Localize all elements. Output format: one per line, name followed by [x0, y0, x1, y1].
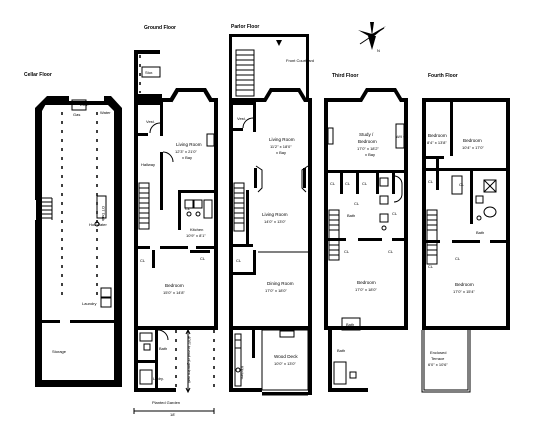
cellar-floor: Cellar Floor Elev. Gas Water OT Tank Hot…: [24, 72, 122, 387]
third-closet-label-1: CL: [330, 181, 336, 186]
third-study-label-2: Bedroom: [358, 139, 377, 144]
parlor-floor-title: Parlor Floor: [231, 24, 259, 30]
fourth-terrace-dim: 6'0" x 10'6": [428, 362, 448, 367]
fourth-bedroom-c-dim: 17'0" x 15'4": [453, 289, 476, 294]
parlor-living-room-dim: 11'2" x 18'0": [270, 144, 292, 149]
ground-living-room-label: Living Room: [176, 142, 202, 147]
fourth-terrace-label-2: Terrace: [431, 356, 445, 361]
parlor-living-room-label: Living Room: [269, 137, 295, 142]
fourth-bedroom-a-dim: 8'4" x 13'8": [427, 140, 447, 145]
cellar-water-label: Water: [100, 110, 111, 115]
third-closet-label-5: CL: [392, 211, 398, 216]
parlor-closet-label: CL: [236, 258, 242, 263]
parlor-living-room-2-dim: 14'0" x 13'0": [264, 219, 287, 224]
third-bedroom-label: Bedroom: [357, 280, 376, 285]
fourth-bedroom-b-dim: 10'4" x 17'0": [462, 145, 485, 150]
fourth-closet-label-4: CL: [455, 256, 461, 261]
third-floor: Third Floor Study / Bedroom 17'0" x 18'2…: [324, 73, 409, 392]
cellar-gas-label: Gas: [73, 112, 80, 117]
ground-living-room-bay: x Bay: [182, 155, 192, 160]
fourth-closet-label-3: CL: [428, 264, 434, 269]
ground-kitchen-label: Kitchen: [190, 227, 203, 232]
fourth-terrace-label: Enclosed: [430, 350, 446, 355]
third-wic-label: W/I CL: [396, 134, 409, 139]
cellar-laundry-label: Laundry: [82, 301, 96, 306]
ground-bath-label: Bath: [159, 346, 167, 351]
fourth-floor: Fourth Floor Bedroom 8'4" x 13'8" Bedroo…: [421, 73, 510, 393]
ground-bedroom-label: Bedroom: [165, 283, 184, 288]
ground-floor-title: Ground Floor: [144, 25, 176, 31]
ground-floor: Ground Floor Stor. Vest. Hallway L: [133, 25, 218, 417]
cellar-hot-water-label: Hot Water: [89, 222, 108, 227]
ground-kitchen-dim: 10'9" x 8'1": [186, 233, 206, 238]
ground-closet-label-2: CL: [140, 258, 146, 263]
ground-closet-label-3: CL: [200, 256, 206, 261]
third-floor-title: Third Floor: [332, 73, 358, 79]
ground-living-room-dim: 12'3" x 21'0": [175, 149, 198, 154]
ground-width-label: 18': [170, 412, 175, 417]
third-study-label: Study /: [359, 132, 374, 137]
third-bath-label: Bath: [347, 213, 355, 218]
third-closet-label-7: CL: [388, 249, 394, 254]
cellar-elev-label: Elev.: [80, 102, 89, 107]
ground-hallway-label: Hallway: [141, 162, 155, 167]
ground-garden-wall-label: 40'6" to end of garden wall: [187, 336, 192, 383]
fourth-bedroom-b-label: Bedroom: [463, 138, 482, 143]
ground-garden-label: Planted Garden: [152, 400, 180, 405]
fourth-floor-title: Fourth Floor: [428, 73, 458, 79]
parlor-deck-dim: 10'0" x 13'0": [274, 361, 297, 366]
parlor-floor: Parlor Floor Front Courtyard Vest. Livin…: [229, 24, 314, 396]
cellar-floor-title: Cellar Floor: [24, 72, 52, 78]
parlor-living-room-bay: x Bay: [276, 150, 286, 155]
third-bath-3-label: Bath: [337, 348, 345, 353]
third-study-dim: 17'0" x 18'2": [357, 146, 380, 151]
ground-closet-label-1: CL: [185, 206, 191, 211]
compass-north-label: N: [377, 48, 380, 53]
third-closet-label-3: CL: [362, 181, 368, 186]
ground-stor-label: Stor.: [145, 70, 153, 75]
parlor-dining-room-label: Dining Room: [267, 281, 294, 286]
parlor-vest-label: Vest.: [237, 116, 246, 121]
third-bath-2-label: Bath: [346, 322, 354, 327]
ground-bedroom-dim: 15'0" x 14'8": [163, 290, 186, 295]
parlor-kitchen-label: Kitchen: [240, 366, 245, 379]
parlor-courtyard-label: Front Courtyard: [286, 58, 314, 63]
compass-rose: N: [358, 22, 386, 53]
fourth-bedroom-c-label: Bedroom: [455, 282, 474, 287]
third-bedroom-dim: 17'0" x 18'0": [355, 287, 378, 292]
fourth-bedroom-a-label: Bedroom: [428, 133, 447, 138]
ground-laundry-label: Lndry.: [153, 376, 164, 381]
third-closet-label-4: CL: [354, 201, 360, 206]
fourth-bath-label: Bath: [476, 230, 484, 235]
cellar-oil-tank-label: OT Tank: [101, 206, 106, 221]
third-closet-label-2: CL: [345, 181, 351, 186]
ground-vest-label: Vest.: [146, 119, 155, 124]
third-study-bay: x Bay: [365, 152, 375, 157]
parlor-living-room-2-label: Living Room: [262, 212, 288, 217]
fourth-closet-label-1: CL: [428, 179, 434, 184]
third-closet-label-6: CL: [344, 249, 350, 254]
cellar-storage-label: Storage: [52, 349, 67, 354]
parlor-deck-label: Wood Deck: [274, 354, 298, 359]
parlor-dining-room-dim: 17'0" x 18'0": [265, 288, 288, 293]
